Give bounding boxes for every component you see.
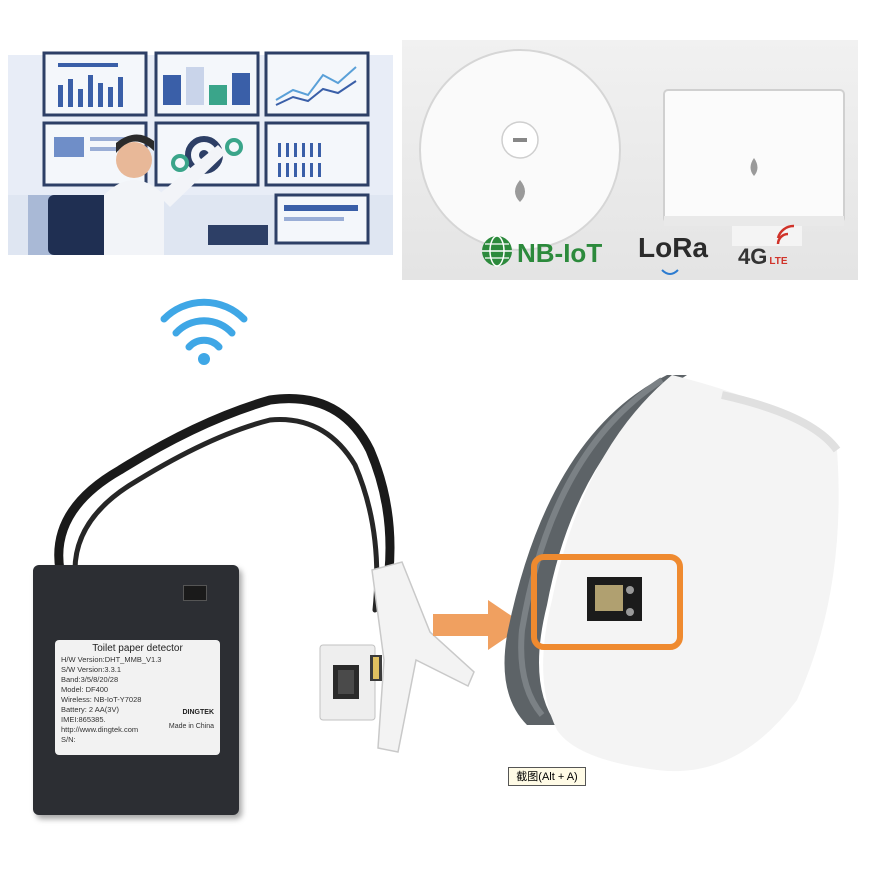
label-serial: S/N: (61, 735, 76, 744)
lora-signal-icon (661, 269, 679, 275)
label-sw-version: S/W Version:3.3.1 (61, 665, 122, 674)
monitoring-dashboard-illustration (8, 45, 393, 255)
nbiot-badge: NB-IoT (517, 238, 603, 268)
label-website: http://www.dingtek.com (61, 725, 139, 734)
label-hw-version: H/W Version:DHT_MMB_V1.3 (61, 655, 162, 664)
label-title: Toilet paper detector (92, 643, 183, 654)
cellular-signal-icon (776, 224, 795, 245)
screenshot-tooltip: 截图(Alt + A) (508, 767, 586, 786)
sensor-cable (54, 394, 475, 753)
lora-badge: LoRa (638, 232, 708, 263)
toilet-paper-detector-device: Toilet paper detector H/W Version:DHT_MM… (33, 565, 239, 815)
device-label: Toilet paper detector H/W Version:DHT_MM… (55, 640, 220, 755)
label-model: Model: DF400 (61, 685, 109, 694)
sensor-bracket (319, 561, 475, 753)
wifi-icon (160, 298, 248, 365)
highlight-box (531, 554, 683, 650)
brand-logo: DINGTEK (182, 709, 215, 716)
lte-badge: LTE (769, 256, 788, 267)
globe-icon (482, 235, 512, 267)
dispenser-hub (504, 375, 841, 772)
label-band: Band:3/5/8/20/28 (61, 675, 119, 684)
detector-port (183, 585, 207, 601)
arrow-right-icon (433, 600, 525, 650)
label-battery: Battery: 2 AA(3V) (61, 705, 119, 714)
label-imei: IMEI:865385. (61, 715, 106, 724)
made-in-text: Made in China (168, 723, 214, 730)
label-wireless: Wireless: NB-IoT-Y7028 (61, 695, 142, 704)
